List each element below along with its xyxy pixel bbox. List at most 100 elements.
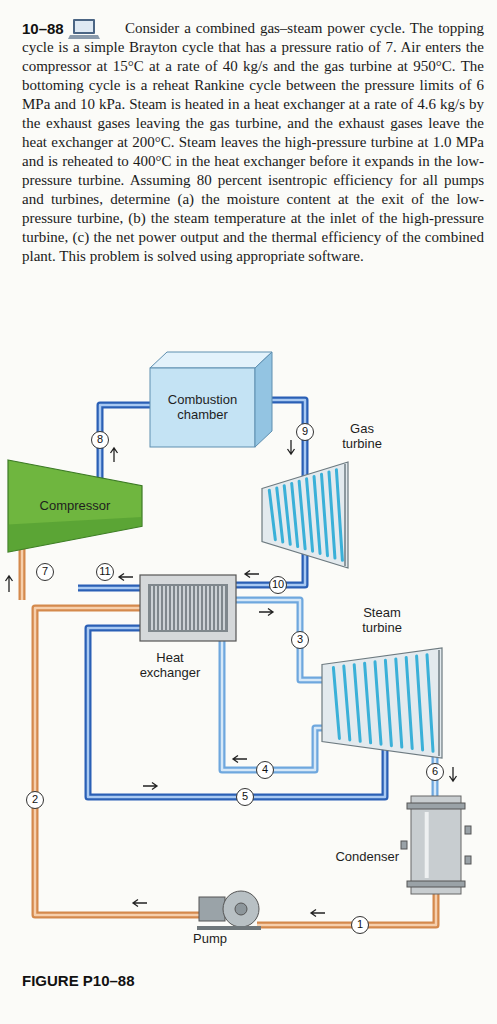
flow-arrow [111, 448, 118, 462]
pipe [100, 405, 150, 460]
flow-arrow [245, 571, 259, 578]
exchanger-fin [219, 586, 220, 630]
combustion-chamber-label: Combustion chamber [150, 368, 255, 447]
state-number: 10 [269, 576, 287, 594]
compressor-label: Compressor [8, 460, 142, 552]
compressor-casing [8, 460, 142, 552]
heat-exchanger: Heat exchanger [140, 575, 236, 641]
gas-turbine-shape [262, 462, 348, 568]
steam-turbine-shape [322, 648, 442, 758]
pipe-highlight [78, 587, 145, 590]
flow-arrow [311, 910, 325, 917]
condenser-label: Condenser [327, 850, 399, 865]
state-number: 1 [351, 916, 369, 934]
pipe-highlight [222, 641, 322, 770]
pipe-connector [100, 405, 150, 462]
turbine-blade [292, 483, 298, 546]
turbine-blade [314, 477, 320, 554]
exchanger-fin [175, 586, 176, 630]
turbine-blade [365, 663, 371, 743]
turbine-blade [406, 658, 412, 749]
state-number: 7 [36, 563, 54, 581]
turbine-casing [262, 462, 348, 568]
exchanger-fin [215, 586, 216, 630]
exchanger-fin [183, 586, 184, 630]
flow-arrow [233, 756, 247, 763]
pipe-connector [236, 600, 322, 680]
flow-arrow [6, 576, 13, 592]
icon-base [68, 35, 100, 39]
exchanger-fin [155, 586, 156, 630]
pipe [236, 600, 322, 680]
condenser: Condenser [405, 790, 467, 900]
state-number: 11 [96, 563, 114, 581]
state-number: 4 [256, 761, 274, 779]
exchanger-fin [195, 586, 196, 630]
pipe-highlight [236, 600, 322, 680]
heat-exchanger-label: Heat exchanger [135, 651, 205, 681]
steam-turbine: Steam turbine [322, 648, 442, 758]
exchanger-fin [191, 586, 192, 630]
state-number: 6 [426, 763, 444, 781]
condenser-shell [411, 796, 461, 894]
flow-arrow [119, 574, 133, 581]
pipe [78, 585, 145, 592]
state-number: 8 [91, 431, 109, 449]
state-number: 9 [296, 423, 314, 441]
steam-turbine-label: Steam turbine [352, 606, 412, 636]
heat-exchanger-shape [140, 575, 236, 641]
state-number: 2 [26, 791, 44, 809]
pump-shape [195, 885, 265, 930]
pipe-connector [222, 641, 322, 770]
turbine-blade [427, 655, 433, 752]
turbine-blade [385, 660, 391, 745]
compressor-shade [8, 517, 142, 552]
chamber-front [150, 368, 255, 447]
figure-caption: FIGURE P10–88 [22, 972, 135, 989]
flow-arrow [450, 767, 457, 781]
exchanger-fin [151, 586, 152, 630]
turbine-blade [277, 488, 283, 542]
turbine-blade [417, 656, 423, 750]
pump-motor [199, 897, 225, 921]
software-icon [68, 19, 100, 39]
turbine-casing [322, 648, 442, 758]
exchanger-fin [199, 586, 200, 630]
condenser-flange [407, 881, 465, 887]
exchanger-fin [203, 586, 204, 630]
pump-hub [235, 903, 247, 915]
condenser-flange [407, 803, 465, 809]
condenser-highlight [425, 812, 429, 878]
pump-label: Pump [193, 932, 243, 947]
pipe-highlight [100, 405, 150, 460]
state-number: 3 [291, 631, 309, 649]
flow-arrow [143, 783, 157, 790]
pipe-highlight [21, 546, 24, 600]
state-number: 5 [236, 788, 254, 806]
turbine-blade [307, 479, 313, 551]
pipe [222, 641, 322, 770]
exchanger-casing [140, 575, 236, 641]
turbine-blade [396, 659, 402, 747]
turbine-blade [375, 662, 381, 744]
flow-arrow [133, 900, 147, 907]
turbine-blade [329, 472, 335, 558]
problem-statement: Consider a combined gas–steam power cycl… [22, 19, 484, 266]
icon-screen [73, 19, 95, 34]
flow-arrow [259, 609, 273, 616]
pump-casing [223, 891, 259, 927]
exchanger-fin [211, 586, 212, 630]
flow-arrow [288, 440, 295, 454]
turbine-blade [336, 470, 342, 561]
exchanger-core [148, 584, 228, 632]
exchanger-fin [159, 586, 160, 630]
condenser-shape [405, 790, 467, 900]
compressor: Compressor [8, 460, 142, 552]
exchanger-fin [179, 586, 180, 630]
pipe [19, 546, 26, 600]
turbine-blade [269, 490, 275, 539]
chamber-side [255, 352, 272, 447]
gas-turbine: Gas turbine [262, 462, 348, 568]
condenser-nozzle [465, 856, 471, 864]
